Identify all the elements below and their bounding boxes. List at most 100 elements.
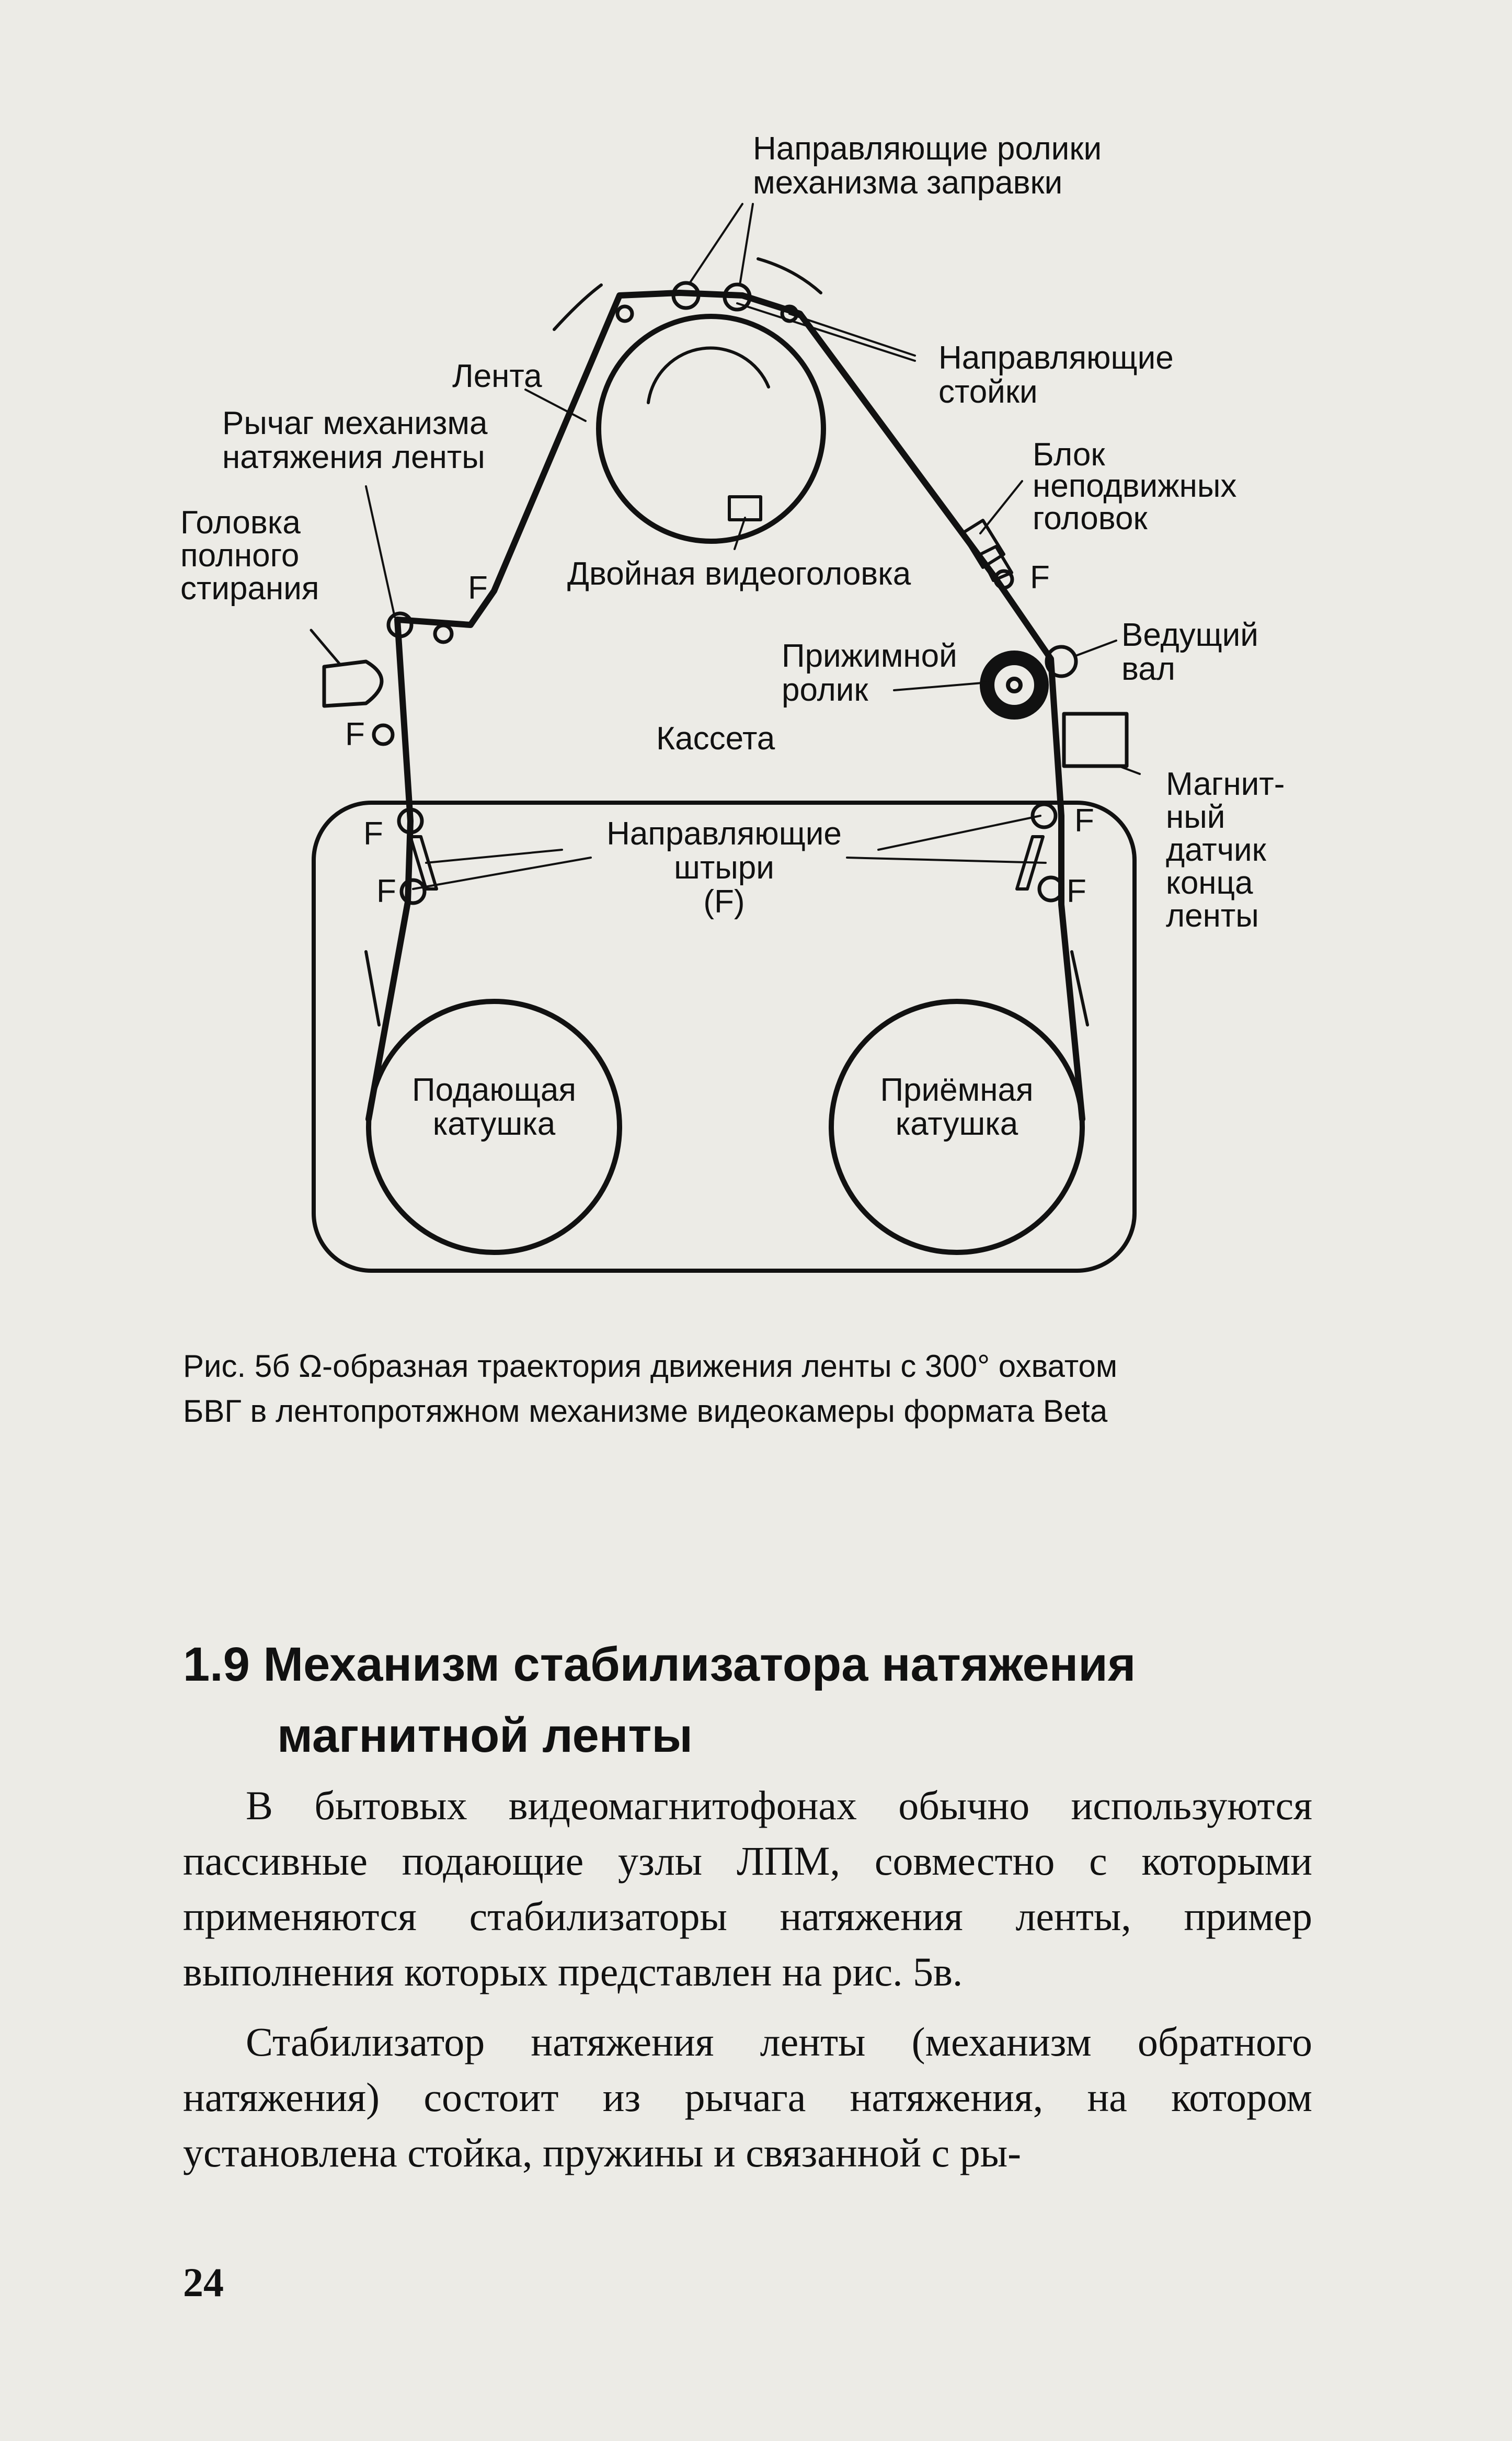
erase-head-leader [310, 629, 341, 666]
svg-text:головок: головок [1033, 500, 1148, 537]
pinch-roller [980, 651, 1049, 720]
head-drum [596, 314, 826, 544]
svg-text:Лента: Лента [452, 358, 542, 394]
leader-lines [365, 203, 1141, 890]
f-mark: F [1074, 803, 1094, 839]
svg-text:вал: вал [1121, 651, 1175, 687]
svg-text:Приёмная: Приёмная [880, 1072, 1033, 1108]
guide-pin-right [1015, 835, 1045, 891]
label-stationary-heads: неподвижных [1033, 468, 1236, 504]
f-mark: F [1030, 560, 1050, 596]
label-sensor: датчик [1166, 832, 1267, 868]
f-mark: F [363, 816, 383, 852]
page-number: 24 [183, 2260, 224, 2305]
dual-head-block [728, 495, 762, 521]
svg-text:Направляющие: Направляющие [938, 340, 1174, 376]
svg-text:неподвижных: неподвижных [1033, 468, 1236, 504]
label-guide-rollers: Направляющие ролики [753, 131, 1102, 167]
svg-text:Прижимной: Прижимной [782, 638, 957, 674]
svg-text:натяжения ленты: натяжения ленты [222, 439, 485, 475]
arrow-right-cassette [1070, 950, 1089, 1026]
label-sensor: конца [1166, 865, 1253, 901]
label-guide-pins: штыри [674, 850, 774, 886]
f-mark: F [468, 570, 488, 606]
tape-path-diagram: Направляющие ролики механизма заправки Н… [180, 131, 1285, 1273]
label-dual-head: Двойная видеоголовка [567, 556, 911, 592]
label-supply-reel: Подающая [412, 1072, 576, 1108]
label-pinch-roller: Прижимной [782, 638, 957, 674]
svg-text:механизма заправки: механизма заправки [753, 165, 1062, 201]
svg-text:стирания: стирания [180, 571, 319, 607]
svg-text:Рычаг механизма: Рычаг механизма [222, 405, 488, 441]
heading-line: магнитной ленты [277, 1709, 693, 1762]
label-erase-head: Головка [180, 505, 301, 541]
label-capstan: Ведущий [1121, 617, 1258, 653]
label-guide-rollers: механизма заправки [753, 165, 1062, 201]
caption-line: БВГ в лентопротяжном механизме видеокаме… [183, 1394, 1108, 1429]
svg-text:F: F [345, 716, 365, 752]
takeup-reel [829, 999, 1085, 1255]
arrow-left-cassette [364, 950, 381, 1026]
label-guide-posts: стойки [938, 374, 1038, 410]
guide-pin-left [409, 835, 438, 891]
label-supply-reel: катушка [433, 1106, 556, 1142]
svg-text:Блок: Блок [1033, 437, 1105, 473]
svg-text:штыри: штыри [674, 850, 774, 886]
tape-path [365, 290, 1085, 1122]
f-mark: F [345, 716, 365, 752]
svg-text:(F): (F) [703, 884, 744, 920]
svg-text:ный: ный [1166, 799, 1225, 835]
arrow-left-top [553, 283, 603, 331]
svg-text:F: F [1074, 803, 1094, 839]
label-erase-head: полного [180, 538, 299, 574]
paragraph: Стабилизатор натяжения ленты (механизм о… [183, 2019, 1312, 2175]
svg-text:Ведущий: Ведущий [1121, 617, 1258, 653]
figure-caption: Рис. 5б Ω-образная траектория движения л… [183, 1344, 1328, 1434]
cassette-outline [312, 801, 1137, 1273]
svg-text:стойки: стойки [938, 374, 1038, 410]
f-mark: F [1067, 873, 1086, 909]
svg-text:F: F [363, 816, 383, 852]
label-capstan: вал [1121, 651, 1175, 687]
svg-text:Магнит-: Магнит- [1166, 766, 1285, 802]
pinch-roller-hub [1006, 677, 1023, 693]
svg-text:Головка: Головка [180, 505, 301, 541]
label-stationary-heads: Блок [1033, 437, 1105, 473]
svg-text:Направляющие: Направляющие [606, 816, 842, 852]
svg-text:датчик: датчик [1166, 832, 1267, 868]
svg-text:Кассета: Кассета [656, 721, 775, 757]
label-stationary-heads: головок [1033, 500, 1148, 537]
svg-text:катушка: катушка [896, 1106, 1018, 1142]
heading-line: 1.9 Механизм стабилизатора натяжения [183, 1638, 1136, 1691]
label-cassette: Кассета [656, 721, 775, 757]
caption-line: Рис. 5б Ω-образная траектория движения л… [183, 1349, 1118, 1384]
f-mark: F [376, 873, 396, 909]
svg-text:конца: конца [1166, 865, 1253, 901]
svg-text:Направляющие ролики: Направляющие ролики [753, 131, 1102, 167]
label-guide-pins: (F) [703, 884, 744, 920]
svg-text:F: F [468, 570, 488, 606]
label-tape: Лента [452, 358, 542, 394]
arrow-right-top [757, 257, 822, 294]
svg-text:ролик: ролик [782, 672, 868, 708]
label-sensor: ленты [1166, 898, 1259, 934]
end-of-tape-sensor [1062, 712, 1129, 768]
label-takeup-reel: катушка [896, 1106, 1018, 1142]
body-text: В бытовых видеомагнитофонах обычно испол… [183, 1778, 1312, 2195]
label-pinch-roller: ролик [782, 672, 868, 708]
svg-text:катушка: катушка [433, 1106, 556, 1142]
stationary-head-block [960, 519, 1013, 582]
label-erase-head: стирания [180, 571, 319, 607]
guide-rollers-group [372, 281, 1078, 905]
drum-inner-arc [647, 346, 770, 404]
svg-text:F: F [1067, 873, 1086, 909]
paragraph: В бытовых видеомагнитофонах обычно испол… [183, 1783, 1312, 1994]
label-takeup-reel: Приёмная [880, 1072, 1033, 1108]
label-sensor: ный [1166, 799, 1225, 835]
label-tension-lever: натяжения ленты [222, 439, 485, 475]
label-guide-posts: Направляющие [938, 340, 1174, 376]
label-tension-lever: Рычаг механизма [222, 405, 488, 441]
svg-text:F: F [376, 873, 396, 909]
svg-text:Двойная видеоголовка: Двойная видеоголовка [567, 556, 911, 592]
svg-text:Подающая: Подающая [412, 1072, 576, 1108]
